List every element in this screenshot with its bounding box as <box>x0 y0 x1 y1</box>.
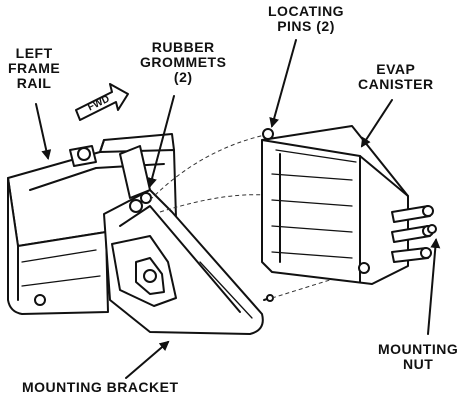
label-left-frame-rail: LEFT FRAME RAIL <box>8 45 61 91</box>
leader-rubber-grommets <box>147 95 175 188</box>
label-mounting-nut: MOUNTING NUT <box>378 341 459 372</box>
label-evap-canister: EVAP CANISTER <box>358 61 434 92</box>
evap-canister <box>261 125 437 285</box>
leader-evap-canister <box>360 99 393 148</box>
mounting-bracket <box>69 145 274 335</box>
label-rubber-grommets: RUBBER GROMMETS (2) <box>140 39 227 85</box>
left-frame-rail <box>7 133 177 315</box>
label-locating-pins: LOCATING PINS (2) <box>268 3 345 34</box>
leader-mounting-bracket <box>125 340 170 379</box>
leader-locating-pins <box>269 39 297 128</box>
label-mounting-bracket: MOUNTING BRACKET <box>22 379 179 395</box>
leader-arrows <box>35 39 441 379</box>
leader-left-frame-rail <box>35 103 52 160</box>
leader-mounting-nut <box>427 238 441 335</box>
fwd-arrow: FWD <box>75 83 129 121</box>
